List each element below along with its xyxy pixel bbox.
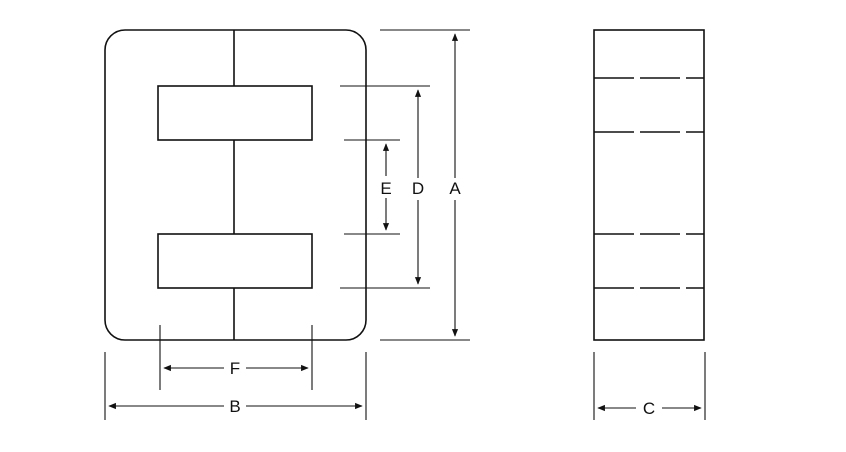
dimension-label-c: C [643, 399, 655, 418]
dimension-label-f: F [230, 359, 240, 378]
dimension-a: A [449, 33, 461, 337]
core-outline [104, 29, 367, 341]
dimension-b: B [108, 397, 363, 416]
dimension-label-e: E [380, 179, 391, 198]
front-view [104, 29, 367, 341]
dimension-d: D [412, 89, 424, 285]
lower-window [157, 233, 313, 289]
dimension-c: C [593, 352, 706, 420]
dimension-label-b: B [229, 397, 240, 416]
side-outline [593, 29, 705, 341]
dimension-e: E [380, 143, 392, 231]
extension-lines [104, 29, 470, 420]
dimension-label-d: D [412, 179, 424, 198]
upper-window [157, 85, 313, 141]
dimension-f: F [163, 359, 309, 378]
side-view [593, 29, 705, 341]
dimension-label-a: A [449, 179, 461, 198]
